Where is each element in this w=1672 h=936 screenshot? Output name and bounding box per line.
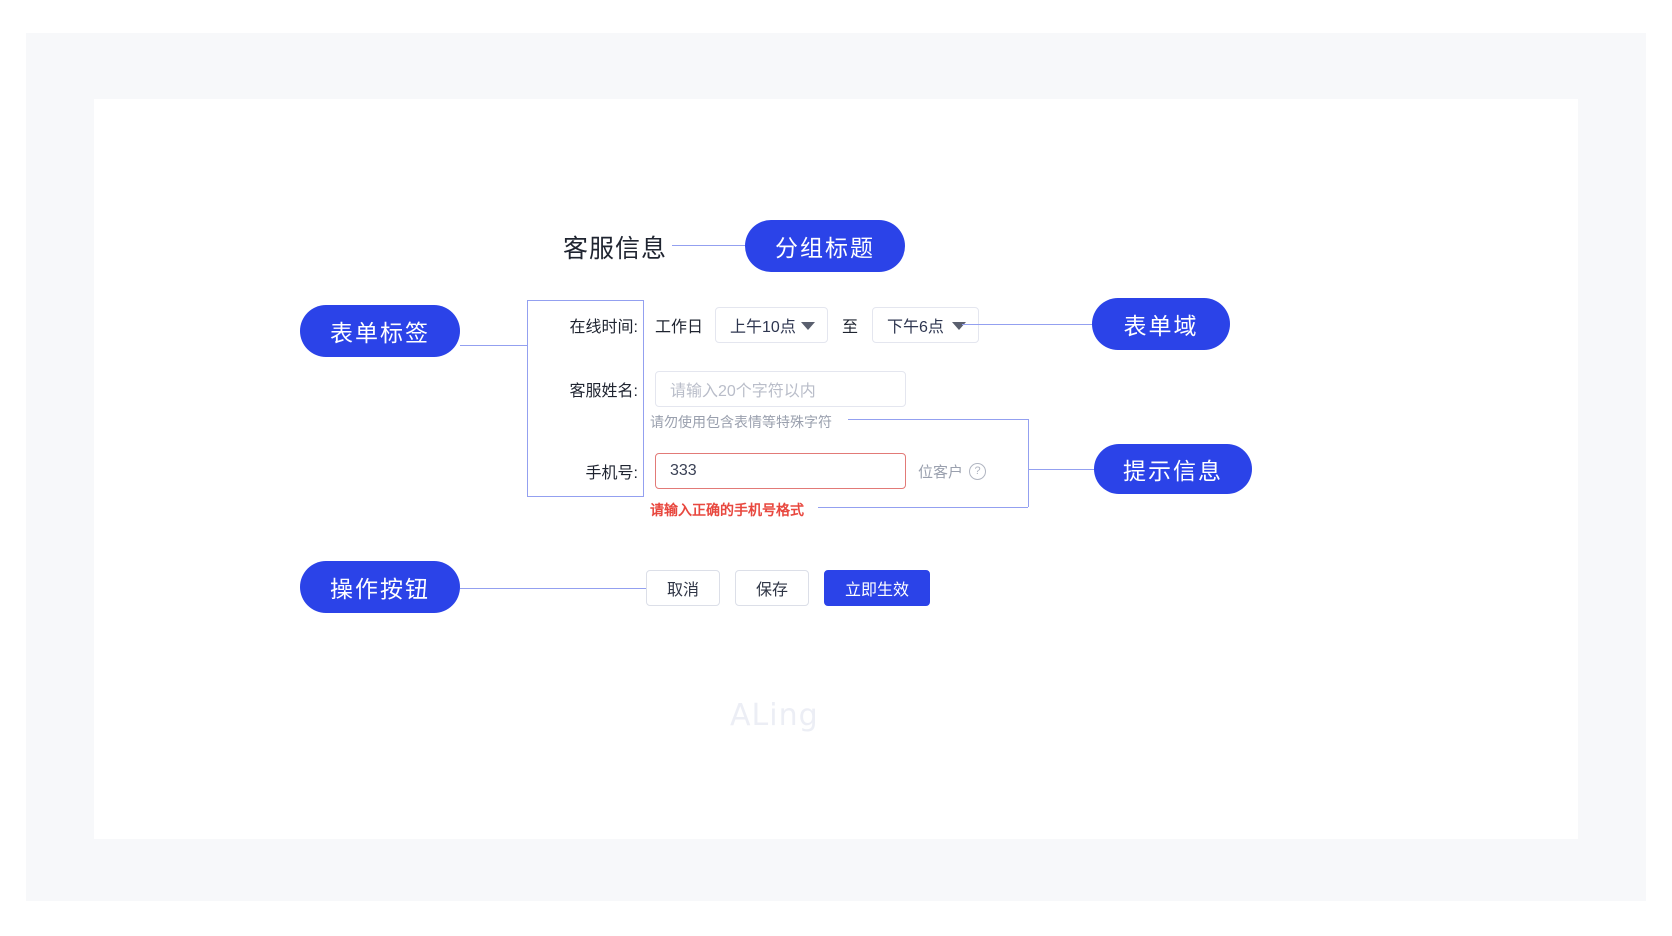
connector-tip-lead	[1028, 469, 1094, 470]
connector-tip-bottom	[818, 507, 1028, 508]
annotation-group-title: 分组标题	[745, 220, 905, 272]
select-start-time-value: 上午10点	[730, 319, 796, 336]
online-time-prefix: 工作日	[655, 319, 704, 336]
label-online-time: 在线时间:	[569, 319, 638, 336]
form-row-phone: 手机号: 333 位客户 ?	[562, 453, 987, 489]
agent-name-input[interactable]: 请输入20个字符以内	[655, 371, 906, 407]
connector-group-title	[672, 245, 746, 246]
annotation-form-label: 表单标签	[300, 305, 460, 357]
chevron-down-icon	[801, 322, 816, 330]
apply-button[interactable]: 立即生效	[824, 570, 931, 606]
online-time-separator: 至	[842, 319, 859, 336]
annotation-action-buttons: 操作按钮	[300, 561, 460, 613]
page-title: 客服信息	[563, 235, 668, 263]
select-end-time[interactable]: 下午6点	[872, 307, 980, 343]
agent-name-placeholder: 请输入20个字符以内	[670, 383, 816, 400]
select-start-time[interactable]: 上午10点	[715, 307, 829, 343]
form-row-online-time: 在线时间: 工作日 上午10点 至 下午6点	[562, 307, 980, 343]
label-phone: 手机号:	[585, 465, 638, 482]
connector-tip-vertical	[1028, 419, 1029, 507]
cancel-button[interactable]: 取消	[646, 570, 721, 606]
agent-name-helper-text: 请勿使用包含表情等特殊字符	[650, 414, 832, 430]
annotation-form-field: 表单域	[1092, 298, 1230, 350]
form-label-bracket	[527, 300, 644, 497]
connector-form-field	[962, 324, 1092, 325]
form-actions: 取消 保存 立即生效	[646, 570, 931, 606]
phone-suffix-text: 位客户	[918, 463, 964, 481]
annotation-tip-info: 提示信息	[1094, 444, 1252, 494]
select-end-time-value: 下午6点	[887, 319, 944, 336]
watermark: ALing	[730, 698, 819, 733]
chevron-down-icon	[952, 322, 967, 330]
phone-suffix: 位客户 ?	[918, 461, 987, 482]
label-agent-name: 客服姓名:	[569, 383, 638, 400]
connector-tip-top	[848, 419, 1028, 420]
connector-action-buttons	[460, 588, 646, 589]
save-button[interactable]: 保存	[735, 570, 810, 606]
form-row-agent-name: 客服姓名: 请输入20个字符以内	[562, 371, 906, 407]
phone-error-text: 请输入正确的手机号格式	[650, 502, 804, 518]
phone-input[interactable]: 333	[655, 453, 906, 489]
question-circle-icon[interactable]: ?	[969, 462, 987, 480]
phone-input-value: 333	[670, 462, 697, 479]
connector-form-label	[460, 345, 527, 346]
